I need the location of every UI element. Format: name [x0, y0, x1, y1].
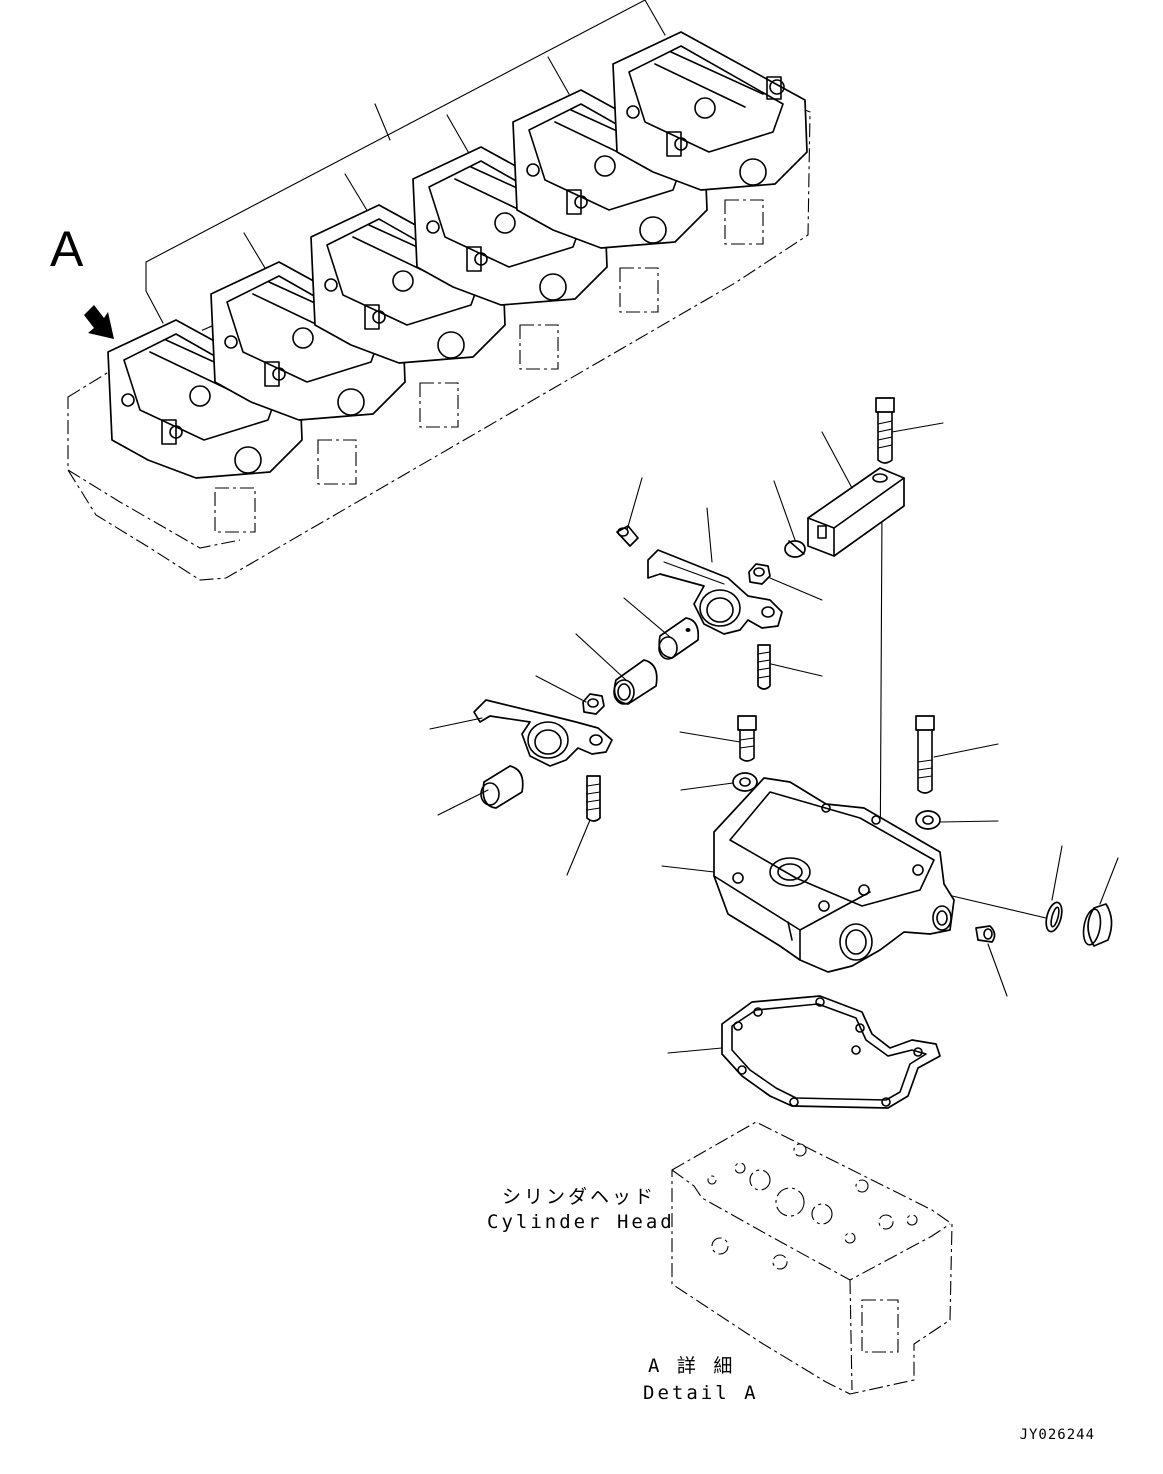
part-plug-right [975, 925, 996, 943]
leader-rocker-arm-upper [706, 507, 713, 563]
leader-adjust-screw-upper [770, 663, 823, 677]
leader-bolt-mid [679, 731, 741, 743]
leader-bolt-long [933, 743, 999, 758]
part-adjust-screw-lower [586, 775, 601, 822]
leader-bushing-upper [623, 597, 671, 638]
rocker-housing-1 [107, 319, 303, 479]
part-bushing-upper [658, 617, 700, 660]
leader-bolt-top [891, 422, 944, 433]
port-4 [519, 324, 559, 370]
bracket-tick-3 [374, 103, 391, 141]
leader-bushing-mid [575, 633, 627, 681]
leader-washer-mid [680, 782, 734, 791]
view-a-label: A [50, 221, 84, 277]
part-nut-upper [748, 563, 771, 585]
port-3 [419, 382, 459, 428]
part-bushing-mid [613, 659, 658, 705]
leader-washer-right [939, 820, 999, 823]
leader-plug-upper [626, 477, 643, 531]
leader-adjust-screw-lower [566, 819, 591, 876]
part-rocker-shaft [807, 467, 905, 557]
bracket-left [145, 261, 164, 324]
part-rocker-arm-upper [647, 549, 783, 635]
detail-a-label-en: Detail A [643, 1382, 759, 1404]
part-pin-small [784, 540, 806, 558]
leader-plug-right [987, 943, 1008, 997]
leader-bushing-lower [437, 789, 489, 816]
leader-nut-upper [769, 577, 823, 601]
part-bolt-long [915, 715, 935, 794]
part-gasket [721, 995, 941, 1109]
part-nut-lower [582, 693, 605, 715]
part-bushing-lower [480, 765, 524, 809]
bracket-line [145, 0, 646, 263]
part-adjust-screw-upper [757, 644, 771, 690]
part-rocker-arm-lower [473, 699, 613, 767]
cylinder-head-label-jp: シリンダヘッド [502, 1186, 657, 1208]
cylinder-head-label-en: Cylinder Head [487, 1211, 675, 1233]
exploded-parts [429, 397, 1119, 1395]
bracket-tick-6 [644, 0, 666, 36]
leader-o-ring [1051, 845, 1063, 901]
detail-port [861, 1299, 899, 1353]
assembly-overview [67, 0, 811, 581]
leader-rocker-shaft [821, 431, 853, 489]
view-arrow-icon [84, 305, 114, 339]
part-rocker-housing [713, 777, 955, 973]
part-o-ring [1045, 901, 1063, 933]
drawing-code: JY026244 [1019, 1427, 1095, 1443]
leader-cap-plug [1099, 857, 1119, 905]
leader-nut-lower [535, 675, 587, 703]
part-washer-right [915, 810, 941, 830]
part-plug-upper [616, 525, 639, 547]
leader-gasket [667, 1047, 723, 1054]
bracket-tick-2 [344, 173, 369, 213]
port-6 [724, 199, 764, 245]
port-1 [214, 487, 256, 533]
cylinder-head-detail [671, 1121, 953, 1395]
bracket-tick-5 [547, 56, 570, 95]
detail-a-label-jp: A 詳 細 [648, 1355, 736, 1377]
leader-rocker-housing [661, 865, 715, 873]
part-bolt-top [875, 397, 895, 464]
part-bolt-mid [737, 715, 757, 762]
leader-pin-small [773, 480, 796, 541]
port-2 [317, 439, 357, 485]
rocker-housing-6 [612, 31, 808, 191]
part-cap-plug [1082, 903, 1113, 947]
bracket-tick-4 [446, 114, 471, 156]
head-lower-edge [67, 469, 241, 549]
plug-axis-line [947, 894, 1047, 919]
port-5 [619, 267, 659, 313]
part-washer-mid [732, 772, 758, 792]
leader-rocker-arm-lower [429, 717, 483, 730]
bracket-tick-1 [243, 232, 266, 269]
